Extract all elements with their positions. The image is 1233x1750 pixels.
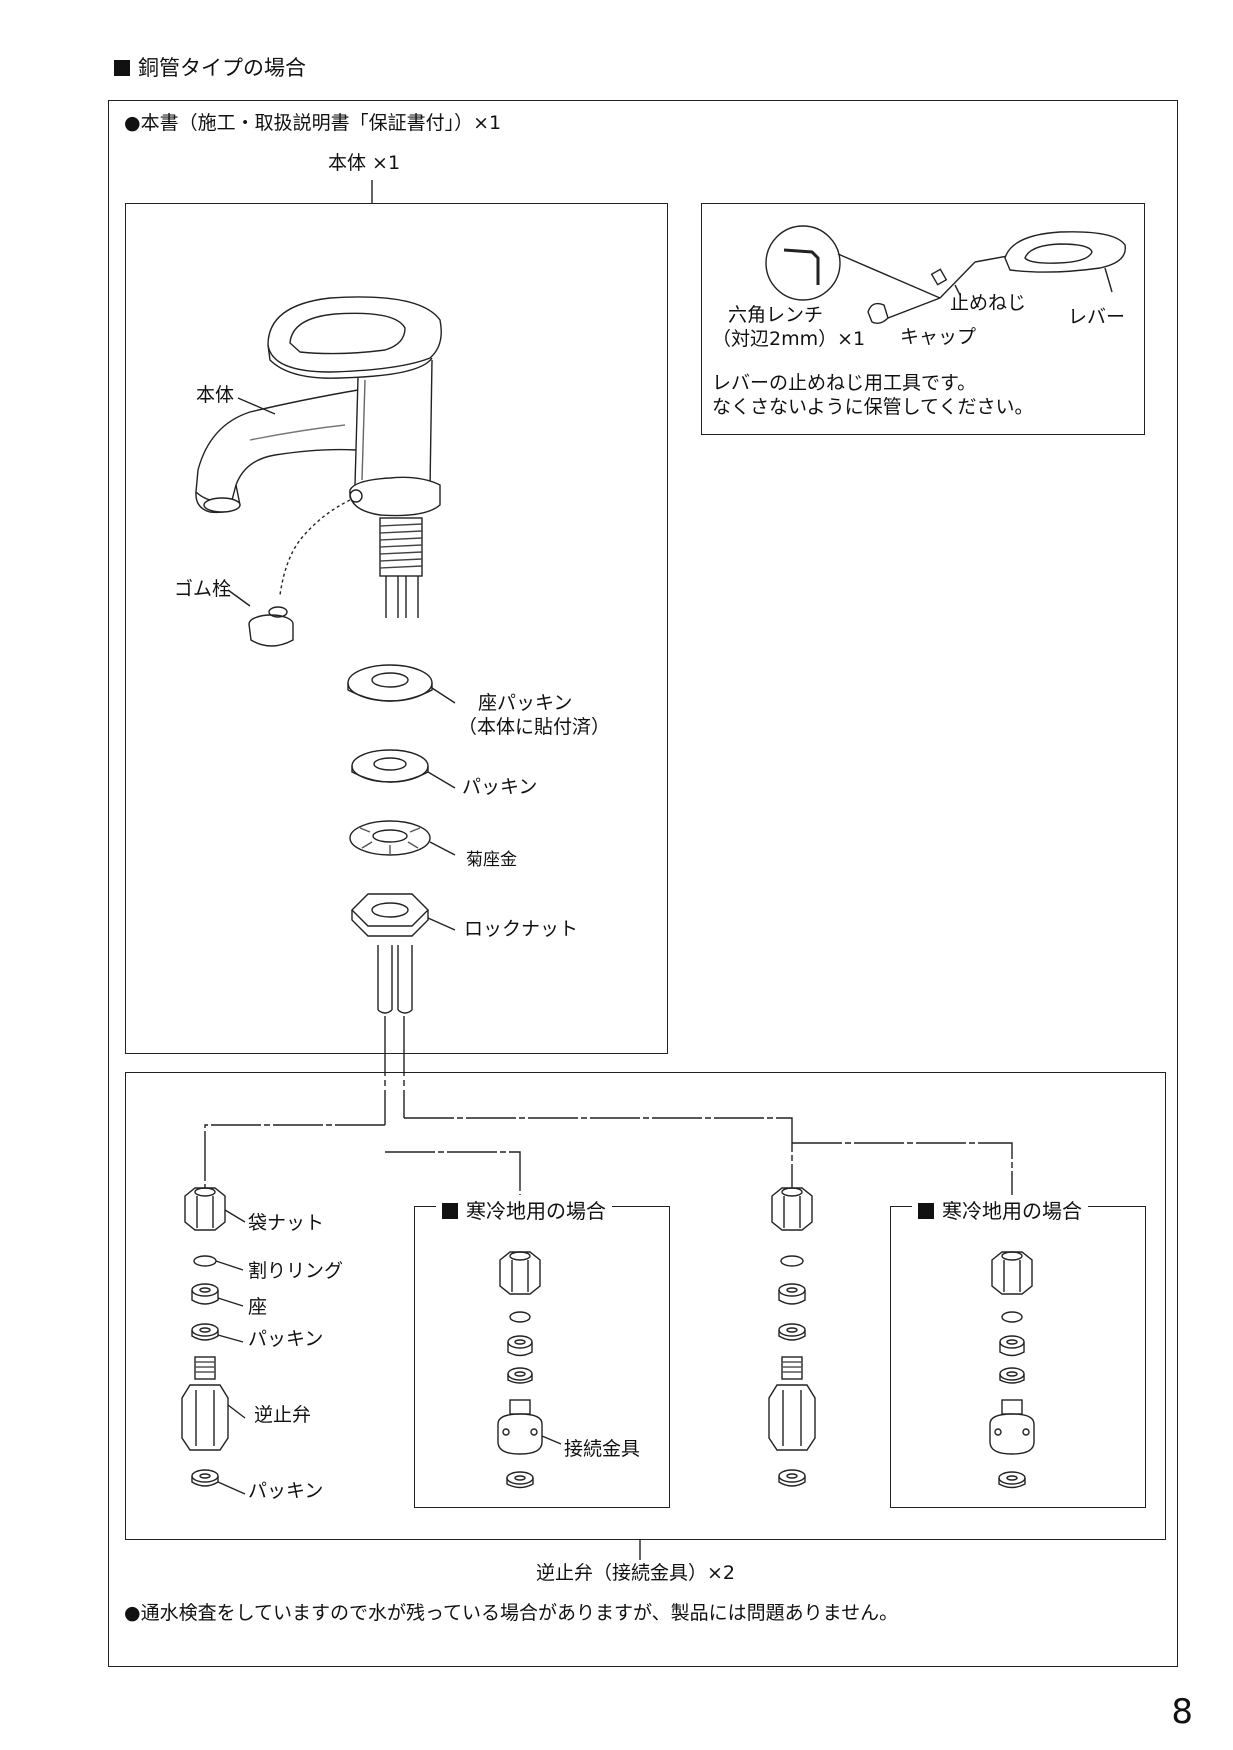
label-packing-b: パッキン	[248, 1480, 324, 1502]
check-valve-box	[125, 1072, 1166, 1540]
body-quantity: 本体 ×1	[328, 152, 401, 174]
label-lock-nut: ロックナット	[464, 918, 579, 940]
label-body: 本体	[196, 384, 235, 406]
check-valve-quantity: 逆止弁（接続金具）×2	[536, 1562, 736, 1584]
parts-note-2: なくさないように保管してください。	[712, 396, 1034, 418]
label-fitting: 接続金具	[564, 1438, 641, 1460]
label-set-screw: 止めねじ	[950, 292, 1027, 314]
manual-note: ●本書（施工・取扱説明書「保証書付」）×1	[124, 112, 502, 134]
label-cap: キャップ	[900, 326, 977, 348]
label-hex-wrench: 六角レンチ	[728, 304, 824, 326]
label-packing: パッキン	[462, 776, 538, 798]
label-lever: レバー	[1068, 306, 1126, 328]
label-kiku-washer: 菊座金	[466, 850, 517, 870]
parts-note-1: レバーの止めねじ用工具です。	[712, 372, 977, 394]
label-check-valve: 逆止弁	[254, 1404, 312, 1426]
cold-region-title-right: 寒冷地用の場合	[912, 1195, 1088, 1224]
section-heading: 銅管タイプの場合	[114, 52, 306, 82]
label-seat-packing-note: （本体に貼付済）	[458, 716, 611, 738]
label-hex-wrench-size: （対辺2mm）×1	[712, 328, 866, 350]
label-packing-a: パッキン	[248, 1328, 324, 1350]
square-bullet-icon	[918, 1203, 934, 1219]
faucet-illustration	[195, 296, 442, 647]
label-split-ring: 割りリング	[248, 1260, 344, 1282]
label-seat-packing: 座パッキン	[478, 692, 573, 714]
square-bullet-icon	[114, 60, 130, 76]
square-bullet-icon	[442, 1203, 458, 1219]
section-heading-text: 銅管タイプの場合	[138, 56, 306, 80]
label-cap-nut: 袋ナット	[248, 1212, 325, 1234]
page-number: 8	[1171, 1692, 1193, 1732]
cold-region-title-left: 寒冷地用の場合	[436, 1195, 612, 1224]
parts-box	[701, 203, 1145, 435]
label-rubber-stopper: ゴム栓	[174, 578, 232, 600]
contents-frame	[108, 100, 1178, 1667]
label-seat: 座	[248, 1296, 268, 1318]
water-note: ●通水検査をしていますので水が残っている場合がありますが、製品には問題ありません…	[124, 1602, 899, 1624]
faucet-box	[125, 203, 668, 1054]
